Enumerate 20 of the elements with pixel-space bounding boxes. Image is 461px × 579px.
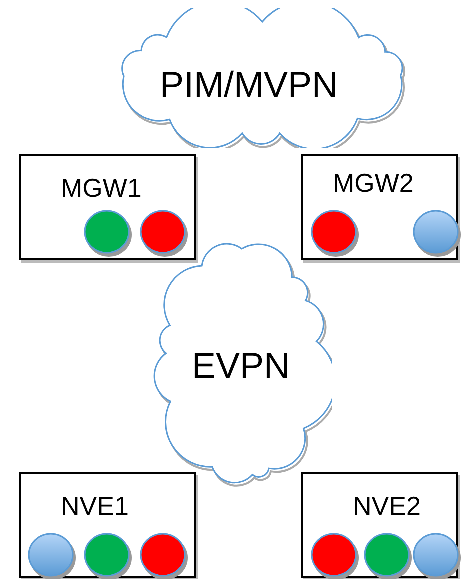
node-label: PIM/MVPN [160, 64, 338, 106]
node-label: NVE1 [61, 491, 129, 522]
circle-marker [364, 532, 414, 579]
circle-marker [84, 209, 134, 259]
node-label: MGW2 [333, 168, 414, 199]
device-box [301, 472, 458, 578]
circle-marker [28, 532, 78, 579]
device-box [19, 154, 196, 260]
circle-marker [140, 532, 190, 579]
circle-marker [311, 209, 361, 259]
circle-marker [311, 532, 361, 579]
circle-marker [140, 209, 190, 259]
circle-marker [84, 532, 134, 579]
device-box [19, 472, 196, 578]
device-box [301, 154, 458, 260]
circle-marker [413, 532, 461, 579]
node-label: NVE2 [353, 491, 421, 522]
node-label: EVPN [192, 345, 290, 387]
circle-marker [413, 209, 461, 259]
node-label: MGW1 [61, 173, 142, 204]
